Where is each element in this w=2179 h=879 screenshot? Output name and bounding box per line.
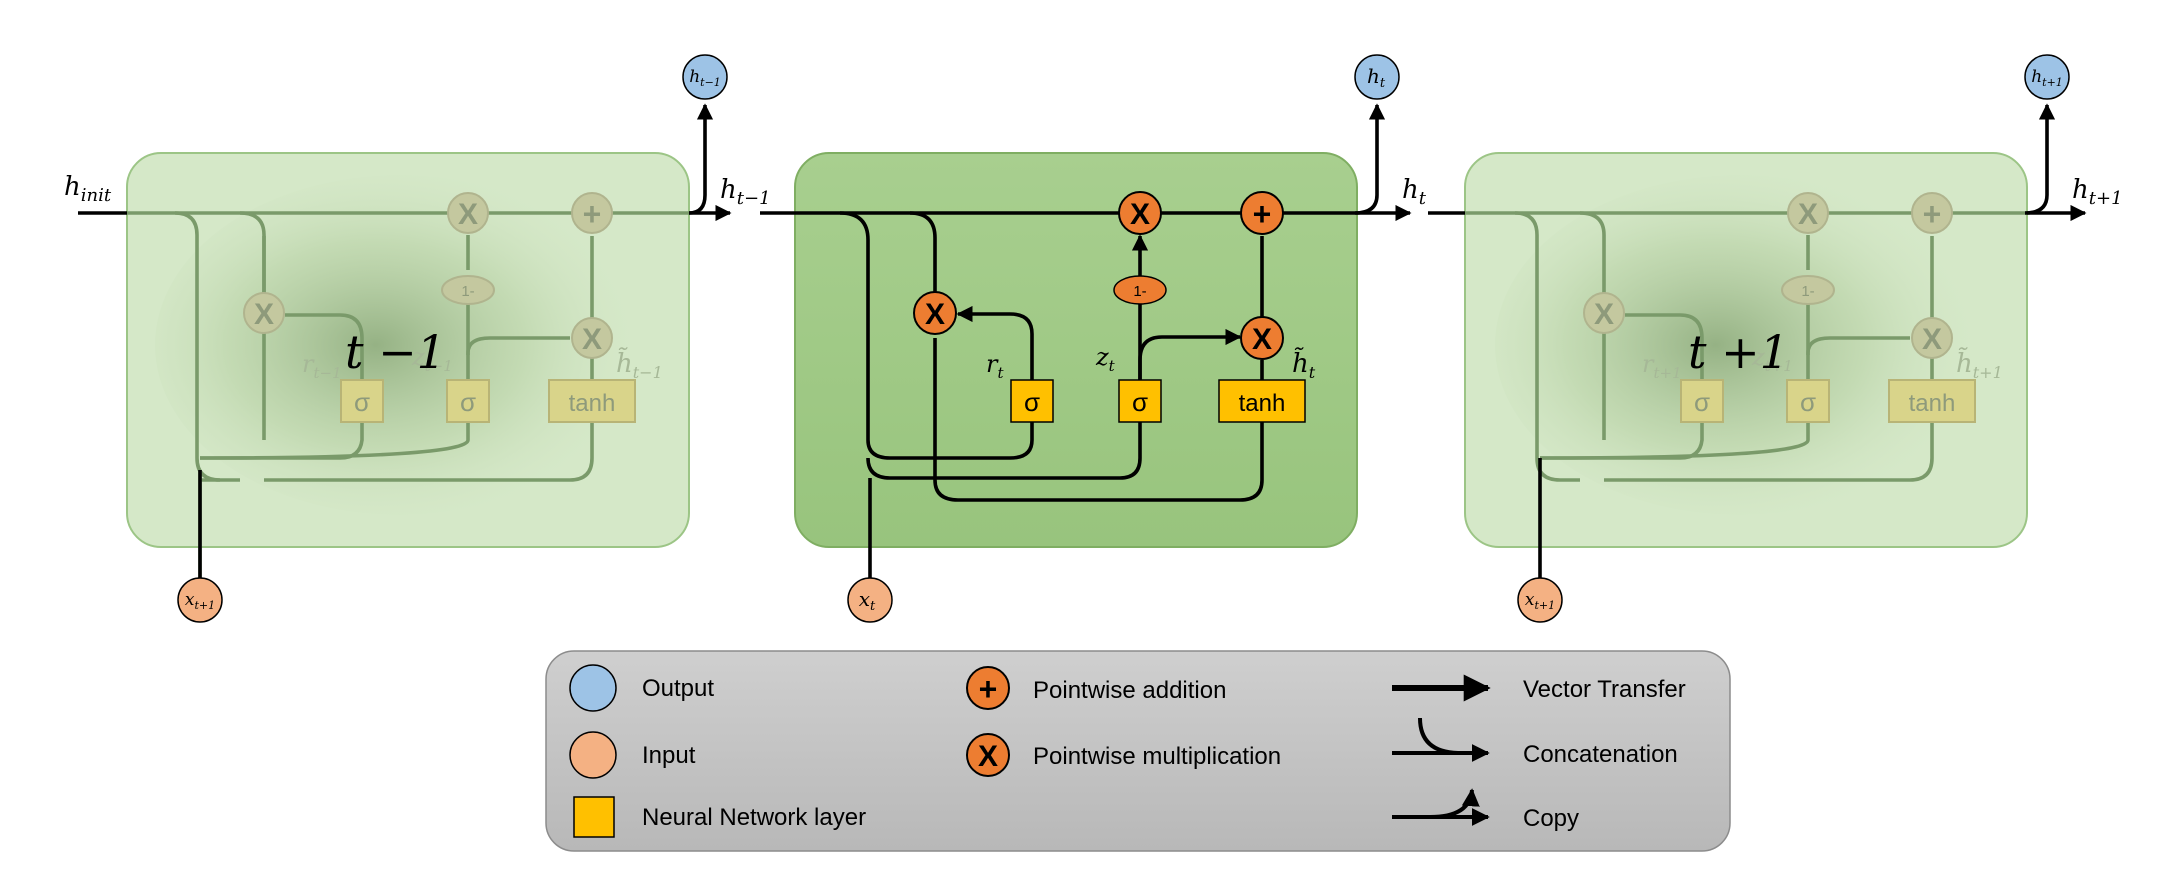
h-tilde-label: h̃t xyxy=(1292,347,1316,382)
r-label: rt+1 xyxy=(1642,350,1682,382)
h-init-label: hinit xyxy=(64,172,112,206)
add-label: + xyxy=(1253,196,1272,232)
sigma-label: σ xyxy=(1132,387,1148,417)
legend-mult-symbol: X xyxy=(978,740,998,773)
mult-label: X xyxy=(1594,298,1614,331)
h-tilde-label: h̃t+1 xyxy=(1956,347,2003,382)
one-minus-label: 1- xyxy=(1801,283,1814,300)
cell-prev-shade xyxy=(155,175,645,515)
sigma-gate xyxy=(1680,379,1724,423)
mult-node xyxy=(243,292,285,334)
r-label: rt−1 xyxy=(302,350,342,382)
h-tilde-label: h̃t−1 xyxy=(616,347,663,382)
sigma-label: σ xyxy=(1694,387,1710,417)
mult-label: X xyxy=(254,298,274,331)
mult-node xyxy=(1911,317,1953,359)
step-label-next: t +1 xyxy=(1688,325,1789,379)
legend-concatenation-label: Concatenation xyxy=(1523,741,1678,768)
legend-copy-label: Copy xyxy=(1523,805,1579,832)
add-node xyxy=(1911,192,1953,234)
mult-label: X xyxy=(458,198,478,231)
add-label: + xyxy=(1923,196,1942,232)
one-minus-node xyxy=(441,275,495,305)
add-node xyxy=(571,192,613,234)
sigma-gate-r xyxy=(1010,379,1054,423)
output-node-prev xyxy=(682,54,728,100)
legend-vector-transfer-label: Vector Transfer xyxy=(1523,676,1686,703)
tanh-label: tanh xyxy=(569,390,616,417)
tanh-gate xyxy=(1218,379,1306,423)
mult-label: X xyxy=(1252,323,1272,356)
legend-box xyxy=(545,650,1731,852)
add-label: + xyxy=(583,196,602,232)
one-minus-node xyxy=(1113,275,1167,305)
h-t-label: ht xyxy=(1402,175,1427,209)
step-label-prev: t −1 xyxy=(345,325,446,379)
legend-output-icon xyxy=(569,664,617,712)
input-label: xt+1 xyxy=(185,590,215,612)
input-node-current xyxy=(847,577,893,623)
cell-next: X + 1- X X σ σ tanh rt+1 zt+1 h̃t+1 t +1… xyxy=(1428,54,2123,623)
mult-label: X xyxy=(1922,323,1942,356)
add-node xyxy=(1240,191,1284,235)
mult-node xyxy=(447,192,489,234)
legend-add-symbol: + xyxy=(979,671,998,707)
cell-current: X + 1- X X σ σ tanh rt zt h̃t xt ht ht xyxy=(760,54,1427,623)
input-label: xt xyxy=(859,587,876,614)
tanh-label: tanh xyxy=(1239,390,1286,417)
h-prev-label: ht−1 xyxy=(720,175,771,209)
legend-mult-label: Pointwise multiplication xyxy=(1033,743,1281,770)
sigma-gate xyxy=(340,379,384,423)
sigma-label: σ xyxy=(1024,387,1040,417)
cell-prev: X + 1- X X σ σ tanh rt−1 zt−1 h̃t−1 t −1… xyxy=(64,54,771,623)
input-label: xt+1 xyxy=(1525,590,1555,612)
legend-add-label: Pointwise addition xyxy=(1033,677,1226,704)
legend-nn-layer-label: Neural Network layer xyxy=(642,804,866,831)
tanh-gate xyxy=(548,379,636,423)
sigma-label: σ xyxy=(460,387,476,417)
cell-next-shade xyxy=(1495,175,1985,515)
tanh-label: tanh xyxy=(1909,390,1956,417)
sigma-gate-z xyxy=(1118,379,1162,423)
legend-mult-icon xyxy=(966,733,1010,777)
one-minus-node xyxy=(1781,275,1835,305)
one-minus-label: 1- xyxy=(1133,283,1146,300)
h-next-label: ht+1 xyxy=(2072,175,2123,209)
legend-nn-layer-icon xyxy=(573,796,615,838)
mult-node-z xyxy=(1118,191,1162,235)
z-label: zt xyxy=(1095,343,1116,375)
output-node-current xyxy=(1354,54,1400,100)
mult-node xyxy=(1583,292,1625,334)
legend: Output Input Neural Network layer + Poin… xyxy=(545,650,1731,852)
sigma-label: σ xyxy=(354,387,370,417)
legend-input-label: Input xyxy=(642,742,696,769)
mult-label: X xyxy=(1130,198,1150,231)
legend-output-label: Output xyxy=(642,675,714,702)
mult-node-r xyxy=(913,291,957,335)
output-label: ht xyxy=(1367,64,1386,91)
output-node-next xyxy=(2024,54,2070,100)
mult-label: X xyxy=(1798,198,1818,231)
legend-add-icon xyxy=(966,666,1010,710)
legend-input-icon xyxy=(569,731,617,779)
mult-node-htilde xyxy=(1240,316,1284,360)
mult-label: X xyxy=(925,298,945,331)
input-node-next xyxy=(1517,577,1563,623)
mult-label: X xyxy=(582,323,602,356)
r-label: rt xyxy=(986,350,1004,382)
one-minus-label: 1- xyxy=(461,283,474,300)
input-node-prev xyxy=(177,577,223,623)
z-label: zt−1 xyxy=(411,343,453,375)
sigma-label: σ xyxy=(1800,387,1816,417)
sigma-gate xyxy=(446,379,490,423)
output-label: ht+1 xyxy=(2031,67,2063,89)
sigma-gate xyxy=(1786,379,1830,423)
z-label: zt+1 xyxy=(1751,343,1793,375)
tanh-gate xyxy=(1888,379,1976,423)
mult-node xyxy=(571,317,613,359)
mult-node xyxy=(1787,192,1829,234)
output-label: ht−1 xyxy=(689,67,721,89)
